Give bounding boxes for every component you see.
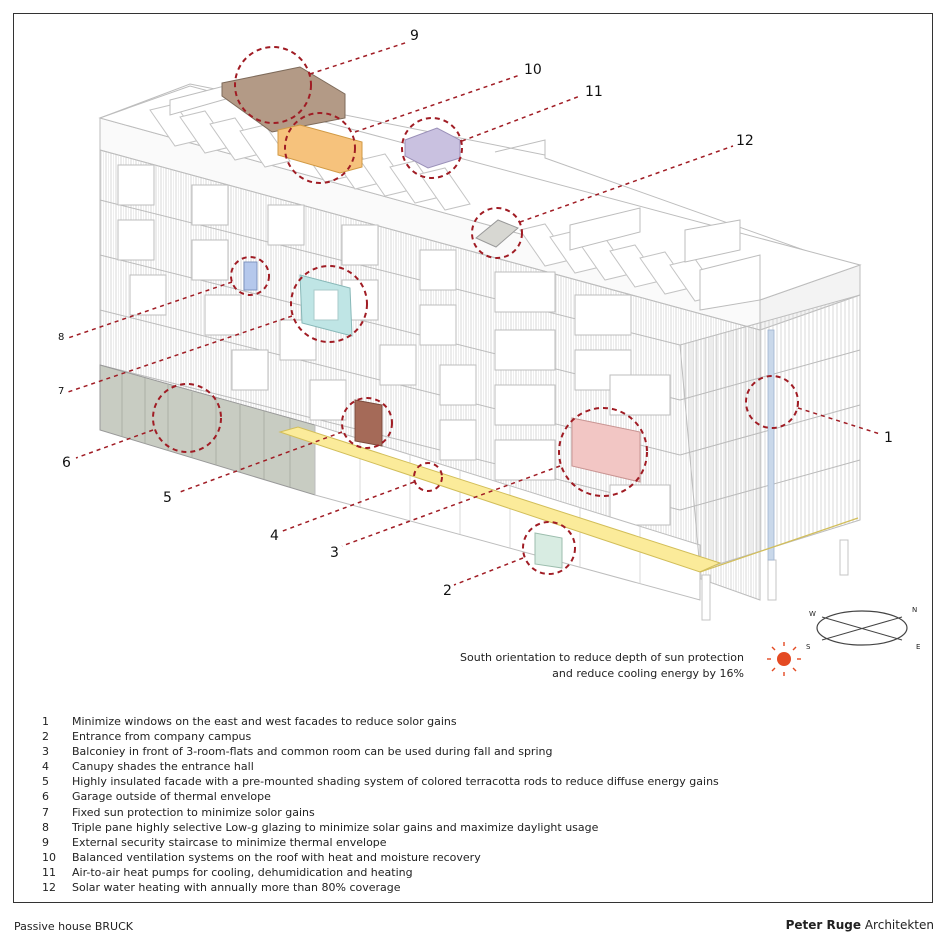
compass-n: N	[912, 606, 918, 614]
firm-name-rest: Architekten	[861, 918, 934, 932]
callout-10: 10	[524, 62, 542, 78]
compass-w: W	[809, 610, 816, 618]
south-facade	[99, 149, 761, 601]
callout-1: 1	[884, 430, 893, 446]
terracotta-rods	[354, 399, 383, 447]
firm-name-bold: Peter Ruge	[785, 918, 862, 932]
balcony	[571, 417, 641, 483]
triple-glazing-window	[243, 261, 258, 291]
orientation-line-1: South orientation to reduce depth of sun…	[460, 651, 744, 664]
solar-panel	[475, 219, 519, 248]
orientation-line-2: and reduce cooling energy by 16%	[552, 667, 744, 680]
compass	[816, 610, 908, 646]
ventilation-unit	[277, 124, 363, 174]
orientation-note: South orientation to reduce depth of sun…	[424, 650, 744, 682]
callout-3: 3	[330, 545, 339, 561]
callout-circles	[152, 46, 799, 575]
callout-6: 6	[62, 455, 71, 471]
external-staircase	[221, 66, 346, 133]
callout-9: 9	[410, 28, 419, 44]
callout-8: 8	[58, 332, 65, 343]
compass-e: E	[916, 643, 921, 651]
entrance-door	[534, 532, 563, 569]
project-name: Passive house BRUCK	[14, 920, 133, 933]
callout-12: 12	[736, 133, 754, 149]
firm-name: Peter Ruge Architekten	[786, 918, 934, 932]
canopy	[278, 426, 722, 573]
callout-7: 7	[58, 386, 65, 397]
sun-icon	[767, 642, 801, 676]
east-facade	[679, 294, 861, 571]
compass-s: S	[806, 643, 811, 651]
callout-4: 4	[270, 528, 279, 544]
callout-2: 2	[443, 583, 452, 599]
leader-lines	[67, 41, 881, 586]
callout-11: 11	[585, 84, 603, 100]
callout-5: 5	[163, 490, 172, 506]
